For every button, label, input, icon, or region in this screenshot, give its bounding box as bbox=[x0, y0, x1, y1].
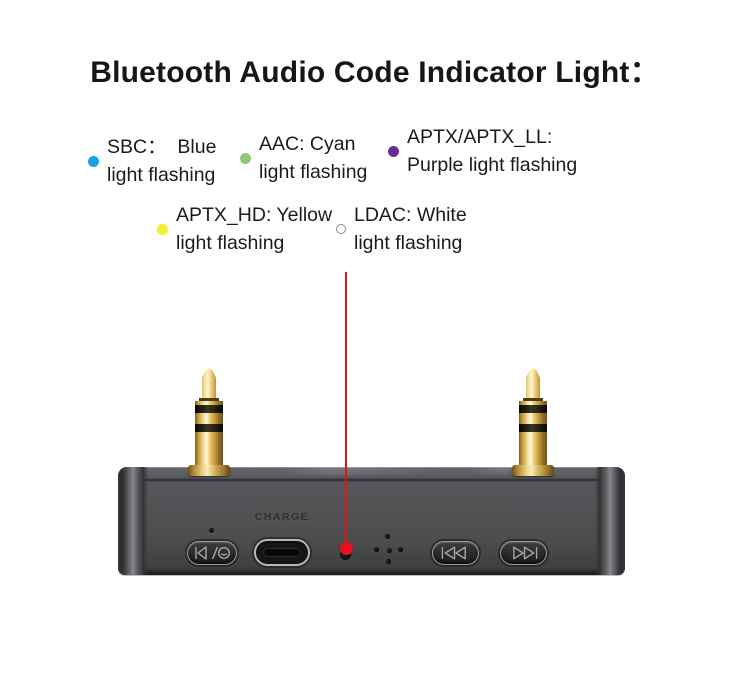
audio-plug-left bbox=[188, 368, 230, 476]
legend-item-ldac: LDAC: White light flashing bbox=[336, 201, 467, 257]
next-track-icon bbox=[513, 546, 538, 560]
aptx-color-dot bbox=[388, 145, 399, 157]
play-pause-call-button bbox=[187, 541, 237, 565]
plug-groove bbox=[523, 398, 543, 401]
indicator-pointer-line bbox=[345, 272, 347, 546]
page-title: Bluetooth Audio Code Indicator Light： bbox=[90, 56, 660, 89]
top-face-etching bbox=[276, 463, 455, 475]
legend-label: LDAC: White light flashing bbox=[354, 204, 467, 254]
legend-item-aptx: APTX/APTX_LL: Purple light flashing bbox=[388, 123, 577, 179]
legend-item-sbc: SBC： Blue light flashing bbox=[88, 133, 216, 189]
plug-tip bbox=[201, 368, 217, 398]
usb-c-slot bbox=[263, 548, 301, 557]
plug-groove bbox=[199, 398, 219, 401]
legend-item-aptx-hd: APTX_HD: Yellow light flashing bbox=[157, 201, 332, 257]
legend-item-aac: AAC: Cyan light flashing bbox=[240, 130, 367, 186]
legend-label: AAC: Cyan light flashing bbox=[259, 133, 368, 183]
aptx-hd-color-dot bbox=[157, 223, 168, 235]
plug-tip bbox=[525, 368, 541, 398]
previous-track-icon bbox=[441, 546, 466, 560]
plug-insulator-ring bbox=[195, 424, 223, 432]
plug-insulator-ring bbox=[519, 405, 547, 413]
plug-shaft bbox=[519, 401, 547, 465]
usb-c-charge-port bbox=[254, 539, 310, 566]
play-pause-call-icon bbox=[195, 546, 231, 560]
plug-collar bbox=[188, 465, 230, 476]
body-right-bevel bbox=[595, 467, 625, 575]
microphone-hole bbox=[387, 548, 392, 553]
legend-label: APTX/APTX_LL: Purple light flashing bbox=[407, 126, 578, 176]
ldac-color-dot bbox=[336, 224, 346, 234]
body-left-bevel bbox=[118, 467, 148, 575]
microphone-hole bbox=[386, 559, 391, 564]
plug-insulator-ring bbox=[195, 405, 223, 413]
plug-shaft bbox=[195, 401, 223, 465]
microphone-hole bbox=[374, 547, 379, 552]
audio-plug-right bbox=[512, 368, 554, 476]
charge-port-label: CHARGE bbox=[254, 511, 310, 523]
top-face-etching bbox=[468, 465, 533, 474]
microphone-hole bbox=[398, 547, 403, 552]
sbc-color-dot bbox=[88, 155, 99, 167]
legend-label: SBC： Blue light flashing bbox=[107, 136, 217, 186]
plug-collar bbox=[512, 465, 554, 476]
reset-pinhole bbox=[209, 528, 214, 533]
previous-track-button bbox=[432, 541, 479, 565]
indicator-led-marker bbox=[340, 542, 353, 555]
aac-color-dot bbox=[240, 152, 251, 164]
legend-label: APTX_HD: Yellow light flashing bbox=[176, 204, 333, 254]
microphone-hole bbox=[385, 534, 390, 539]
next-track-button bbox=[500, 541, 547, 565]
plug-insulator-ring bbox=[519, 424, 547, 432]
